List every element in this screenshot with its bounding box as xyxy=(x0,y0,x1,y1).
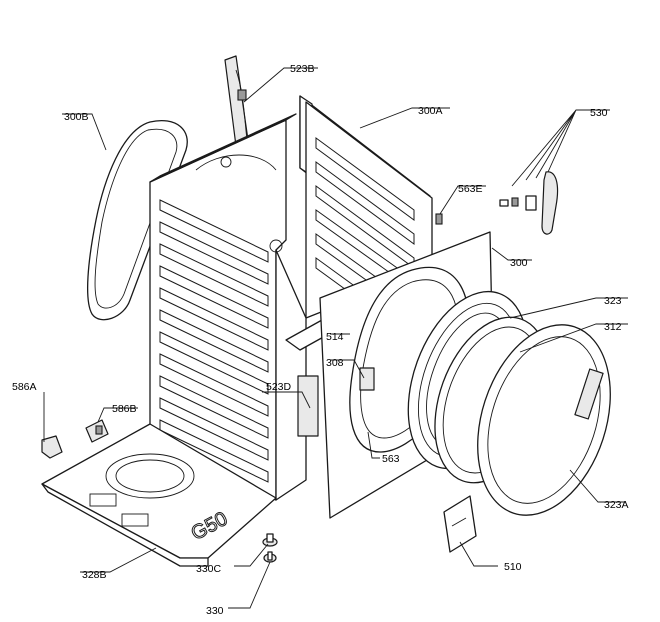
callout-563: 563 xyxy=(382,453,400,465)
callout-563E: 563E xyxy=(458,183,483,195)
callout-330: 330 xyxy=(206,605,224,617)
part-door-handle-set xyxy=(499,171,559,235)
cabinet-left-ribs xyxy=(159,199,269,483)
callout-330C: 330C xyxy=(196,563,222,575)
callout-510: 510 xyxy=(504,561,522,573)
part-cabinet-frame xyxy=(275,249,355,501)
part-outer-door xyxy=(477,324,611,516)
part-base-plate: G50 xyxy=(41,423,277,567)
callout-312: 312 xyxy=(604,321,622,333)
callout-586A: 586A xyxy=(12,381,37,393)
callout-300B: 300B xyxy=(64,111,89,123)
callout-323: 323 xyxy=(604,295,622,307)
callout-308: 308 xyxy=(326,357,344,369)
callout-328B: 328B xyxy=(82,569,107,581)
part-filter-cover xyxy=(443,495,477,553)
callout-labels: 523B 300B 300A 530 563E 300 323 312 514 … xyxy=(12,63,629,617)
callout-523B: 523B xyxy=(290,63,315,75)
leader-lines xyxy=(43,67,628,609)
part-foot-330 xyxy=(263,551,277,563)
callout-323A: 323A xyxy=(604,499,629,511)
callout-530: 530 xyxy=(590,107,608,119)
part-cabinet-left-side xyxy=(149,113,297,501)
part-foot-586a xyxy=(41,435,63,459)
callout-586B: 586B xyxy=(112,403,137,415)
callout-300A: 300A xyxy=(418,105,443,117)
callout-514: 514 xyxy=(326,331,344,343)
part-screw-563e xyxy=(435,213,443,225)
part-foot-586b xyxy=(85,419,109,443)
callout-300: 300 xyxy=(510,257,528,269)
callout-523D: 523D xyxy=(266,381,292,393)
part-foot-330c xyxy=(262,533,278,547)
part-left-side-gasket xyxy=(86,120,188,321)
